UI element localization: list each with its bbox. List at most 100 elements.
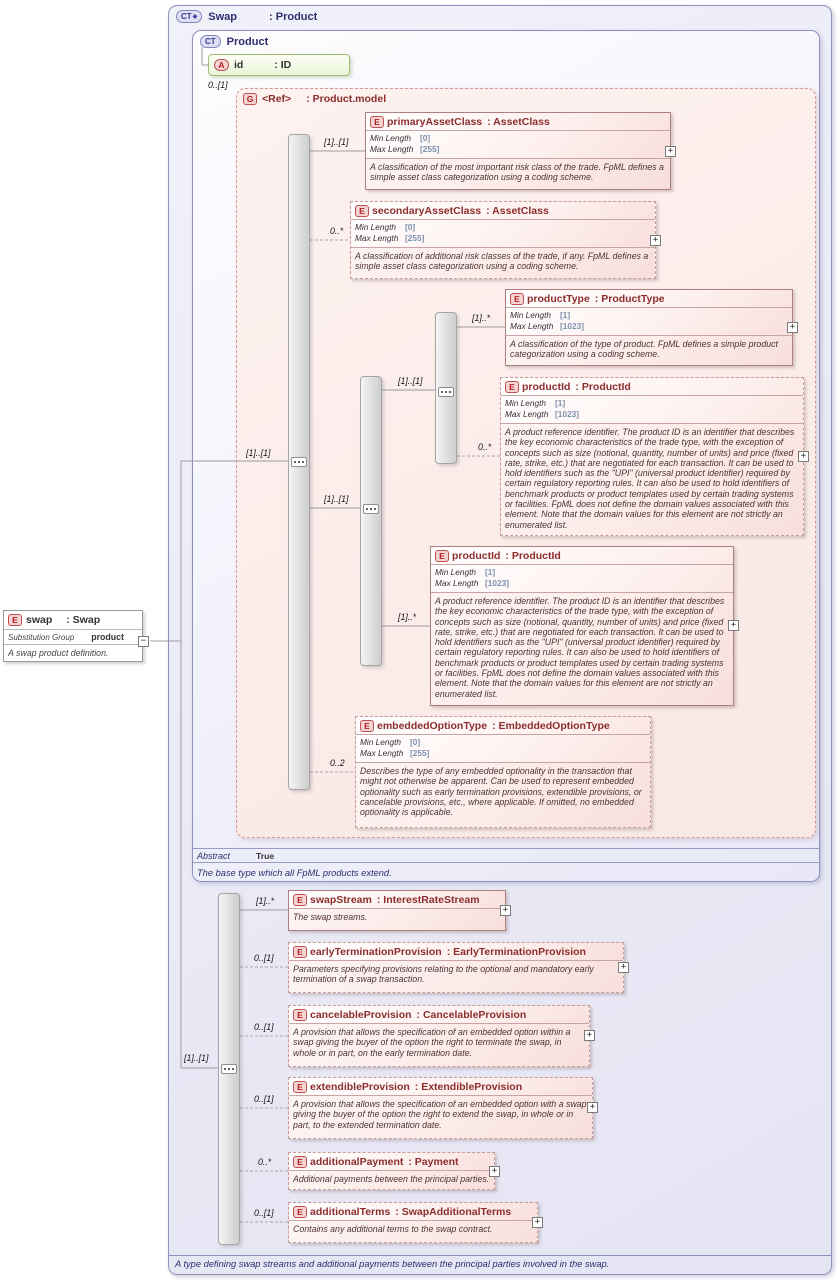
element-type: : CancelableProvision [416,1009,527,1021]
element-name: additionalTerms [310,1206,391,1218]
group-name: <Ref> [262,93,292,105]
sequence-bar-product-model[interactable] [288,134,310,790]
facet-value: [0] [420,133,431,143]
complex-type-badge: CT◆ [176,10,203,23]
element-swapStream[interactable]: E swapStream : InterestRateStream The sw… [288,890,506,931]
element-additionalPayment[interactable]: E additionalPayment : Payment Additional… [288,1152,495,1190]
element-description: A product reference identifier. The prod… [431,592,733,705]
sequence-icon [291,457,307,467]
cardinality-label: 0..* [258,1157,272,1167]
cardinality-label: 0..[1] [254,1094,274,1104]
group-badge: G [243,93,257,105]
facet-value: [1] [485,567,496,577]
element-cancelableProvision[interactable]: E cancelableProvision : CancelableProvis… [288,1005,590,1067]
expand-icon[interactable]: + [728,620,739,631]
element-description: A classification of additional risk clas… [351,247,655,278]
facet-label: Min Length [355,222,397,232]
facet-label: Max Length [370,144,414,154]
derivation-diamond-icon: ◆ [192,13,198,20]
choice-icon [363,504,379,514]
element-name: primaryAssetClass [387,116,483,128]
element-productType[interactable]: E productType : ProductType Min Length[1… [505,289,793,366]
facets: Min Length[0] Max Length[255] [351,219,655,247]
cardinality-label: 0..* [330,226,344,236]
element-header: E secondaryAssetClass : AssetClass [351,202,655,219]
facet-value: [1023] [485,578,509,588]
swap-base-type: : Product [269,10,318,23]
expand-icon[interactable]: + [587,1102,598,1113]
facet-value: [0] [405,222,416,232]
element-badge: E [293,946,307,958]
element-productId-required[interactable]: E productId : ProductId Min Length[1] Ma… [430,546,734,706]
product-type-name: Product [226,35,269,48]
facet-label: Min Length [360,737,402,747]
element-additionalTerms[interactable]: E additionalTerms : SwapAdditionalTerms … [288,1202,538,1243]
facet-value: [1023] [555,409,579,419]
cardinality-label: [1]..* [398,612,417,622]
element-embeddedOptionType[interactable]: E embeddedOptionType : EmbeddedOptionTyp… [355,716,651,828]
element-name: swapStream [310,894,372,906]
facet-value: [255] [420,144,440,154]
sequence-bar-swap-content[interactable] [218,893,240,1245]
element-type: : EmbeddedOptionType [492,720,610,732]
element-description: Contains any additional terms to the swa… [289,1220,537,1242]
facet-label: Max Length [360,748,404,758]
choice-bar[interactable] [360,376,382,666]
expand-icon[interactable]: + [489,1166,500,1177]
element-description: A classification of the type of product.… [506,335,792,365]
expand-icon[interactable]: + [798,451,809,462]
facet-label: Min Length [435,567,477,577]
product-type-header: CT Product [193,31,819,52]
element-type: : ExtendibleProvision [414,1081,523,1093]
expand-icon[interactable]: + [500,905,511,916]
attribute-id[interactable]: A id : ID [208,54,350,76]
sequence-icon [438,387,454,397]
element-header: E cancelableProvision : CancelableProvis… [289,1006,589,1023]
element-header: E embeddedOptionType : EmbeddedOptionTyp… [356,717,650,734]
expand-icon[interactable]: + [532,1217,543,1228]
element-extendibleProvision[interactable]: E extendibleProvision : ExtendibleProvis… [288,1077,593,1139]
facet-label: Min Length [505,398,547,408]
element-badge: E [293,894,307,906]
facets: Min Length[1] Max Length[1023] [506,307,792,335]
element-header: E additionalTerms : SwapAdditionalTerms [289,1203,537,1220]
element-primaryAssetClass[interactable]: E primaryAssetClass : AssetClass Min Len… [365,112,671,190]
collapse-icon[interactable]: − [138,636,149,647]
facet-value: [255] [405,233,425,243]
element-header: E extendibleProvision : ExtendibleProvis… [289,1078,592,1095]
expand-icon[interactable]: + [618,962,629,973]
expand-icon[interactable]: + [584,1030,595,1041]
attribute-name: id [234,59,244,71]
facets: Min Length[0] Max Length[255] [356,734,650,762]
element-name: swap [26,614,53,626]
facets: Min Length[1] Max Length[1023] [501,395,803,423]
element-description: The swap streams. [289,908,505,930]
element-secondaryAssetClass[interactable]: E secondaryAssetClass : AssetClass Min L… [350,201,656,279]
facet-label: Min Length [370,133,412,143]
element-earlyTerminationProvision[interactable]: E earlyTerminationProvision : EarlyTermi… [288,942,624,993]
sequence-bar-inner[interactable] [435,312,457,464]
swap-type-name: Swap [208,10,238,23]
element-productId-optional[interactable]: E productId : ProductId Min Length[1] Ma… [500,377,804,536]
element-name: earlyTerminationProvision [310,946,442,958]
element-badge: E [355,205,369,217]
cardinality-label: [1]..[1] [324,494,349,504]
global-element-swap[interactable]: E swap : Swap Substitution Group product… [3,610,143,662]
facet-value: [255] [410,748,430,758]
element-name: productType [527,293,590,305]
ct-badge-label: CT [205,37,216,46]
expand-icon[interactable]: + [650,235,661,246]
expand-icon[interactable]: + [787,322,798,333]
element-name: productId [522,381,571,393]
expand-icon[interactable]: + [665,146,676,157]
element-type: : ProductId [505,550,561,562]
attribute-type: : ID [274,59,292,71]
element-type: : Payment [408,1156,459,1168]
element-badge: E [293,1206,307,1218]
element-header: E swapStream : InterestRateStream [289,891,505,908]
attribute-badge: A [214,59,229,71]
swap-type-header: CT◆ Swap : Product [169,6,831,27]
element-type: : ProductType [594,293,665,305]
element-badge: E [8,614,22,626]
